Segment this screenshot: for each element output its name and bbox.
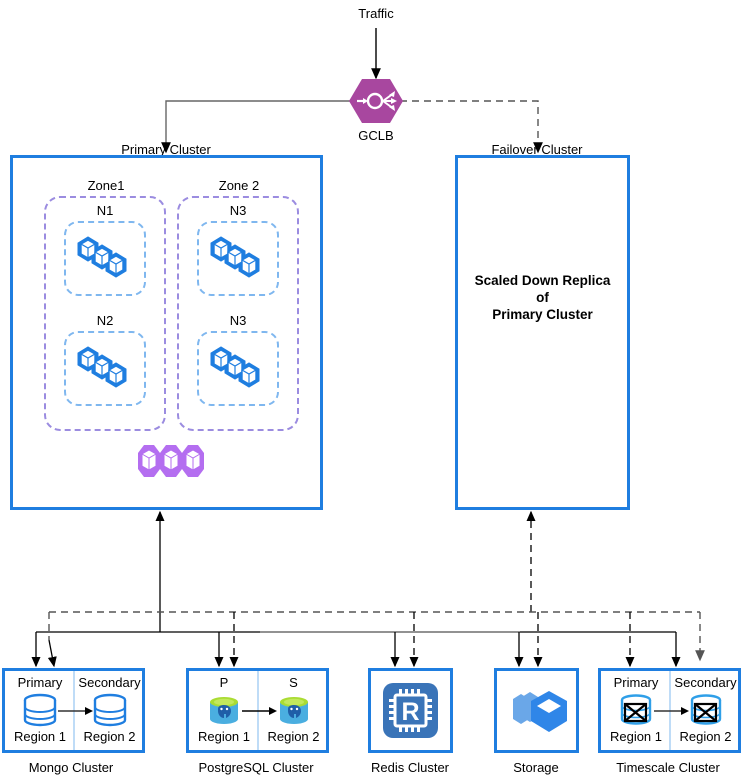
- node-n3b-label: N3: [229, 313, 247, 328]
- timescale-cluster-caption: Timescale Cluster: [616, 760, 720, 775]
- kubernetes-pods-icon: [207, 341, 269, 397]
- timescale-icon: [617, 693, 655, 727]
- node-n2-box[interactable]: [64, 331, 146, 406]
- redis-icon: R: [382, 682, 439, 739]
- failover-cluster-label: Failover Cluster: [491, 142, 583, 157]
- timescale-primary-role: Primary: [613, 675, 659, 690]
- node-n3a-box[interactable]: [197, 221, 279, 296]
- node-n1-box[interactable]: [64, 221, 146, 296]
- mongo-cluster-caption: Mongo Cluster: [28, 760, 114, 775]
- postgres-cluster-caption: PostgreSQL Cluster: [198, 760, 314, 775]
- load-balancer-icon: [349, 79, 403, 123]
- drop-dashed-mongo: [47, 639, 57, 668]
- node-n3b-box[interactable]: [197, 331, 279, 406]
- storage-icon: [509, 685, 569, 739]
- redis-cluster-caption: Redis Cluster: [370, 760, 450, 775]
- zone-1-label: Zone1: [87, 178, 125, 193]
- postgres-replication-arrow: [242, 707, 277, 715]
- gclb-label: GCLB: [358, 128, 394, 143]
- mongo-cluster-box[interactable]: Primary Secondary Region 1 Region 2: [2, 668, 145, 753]
- postgres-region-1: Region 1: [197, 729, 251, 744]
- kubernetes-pods-icon: [74, 341, 136, 397]
- mongo-region-2: Region 2: [83, 729, 136, 744]
- primary-cluster-label: Primary Cluster: [121, 142, 211, 157]
- zone-2-box: [177, 196, 299, 431]
- failover-cluster-box[interactable]: [455, 155, 630, 510]
- svg-text:R: R: [401, 698, 419, 726]
- timescale-cluster-box[interactable]: Primary Secondary: [598, 668, 741, 753]
- mongo-primary-role: Primary: [17, 675, 63, 690]
- node-n1-label: N1: [96, 203, 114, 218]
- gclb-node[interactable]: [348, 78, 404, 124]
- traffic-label: Traffic: [358, 6, 394, 21]
- node-n3a-label: N3: [229, 203, 247, 218]
- kubernetes-pods-icon: [74, 231, 136, 287]
- kubernetes-pods-icon: [207, 231, 269, 287]
- failover-body-line-3: Primary Cluster: [492, 307, 593, 322]
- timescale-secondary-role: Secondary: [674, 675, 737, 690]
- failover-body-line-2: of: [536, 290, 549, 305]
- mongo-replication-arrow: [58, 707, 93, 715]
- postgresql-icon: [205, 693, 243, 727]
- pod-group-icon: [128, 443, 206, 481]
- storage-caption: Storage: [513, 760, 559, 775]
- mongo-region-1: Region 1: [13, 729, 67, 744]
- postgres-region-2: Region 2: [267, 729, 320, 744]
- timescale-replication-arrow: [654, 707, 689, 715]
- failover-cluster-body: Scaled Down Replica of Primary Cluster: [455, 272, 630, 323]
- postgres-secondary-role: S: [289, 675, 298, 690]
- zone-2-label: Zone 2: [218, 178, 260, 193]
- mongodb-icon: [21, 693, 59, 727]
- timescale-region-2: Region 2: [679, 729, 732, 744]
- mongo-secondary-role: Secondary: [78, 675, 141, 690]
- storage-box[interactable]: [494, 668, 579, 753]
- postgres-primary-role: P: [219, 675, 229, 690]
- postgres-cluster-box[interactable]: P S: [186, 668, 329, 753]
- mongodb-icon: [91, 693, 129, 727]
- zone-1-box: [44, 196, 166, 431]
- node-n2-label: N2: [96, 313, 114, 328]
- timescale-region-1: Region 1: [609, 729, 663, 744]
- failover-body-line-1: Scaled Down Replica: [474, 273, 611, 288]
- postgresql-icon: [275, 693, 313, 727]
- timescale-icon: [687, 693, 725, 727]
- redis-cluster-box[interactable]: R: [368, 668, 453, 753]
